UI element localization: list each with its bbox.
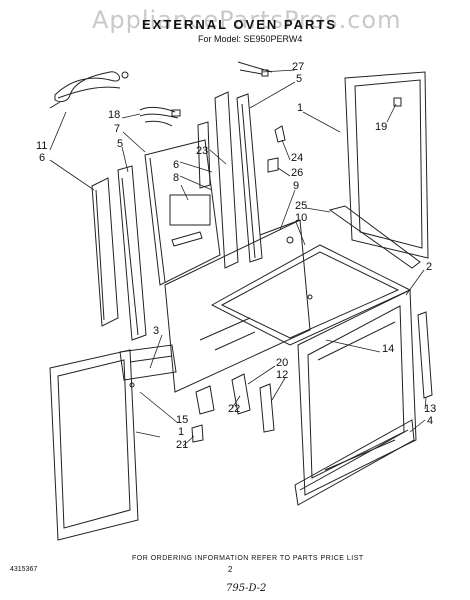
oven-door-frame — [49, 349, 139, 541]
callout-6b: 6 — [173, 159, 180, 171]
watermark: AppliancePartsPros.com — [92, 6, 402, 34]
callout-26: 26 — [291, 167, 304, 179]
ordering-note: FOR ORDERING INFORMATION REFER TO PARTS … — [132, 555, 364, 562]
callout-7: 7 — [114, 123, 121, 135]
callout-18: 18 — [108, 109, 121, 121]
gasket — [328, 205, 421, 269]
diagram-title: EXTERNAL OVEN PARTS — [142, 17, 337, 32]
callout-23: 23 — [196, 145, 209, 157]
callout-5: 5 — [296, 73, 303, 85]
callout-5b: 5 — [117, 138, 124, 150]
callout-27: 27 — [292, 61, 305, 73]
leader-lines — [49, 69, 427, 447]
callout-24: 24 — [291, 152, 304, 164]
left-side-panel — [91, 165, 147, 341]
callout-4: 4 — [427, 415, 434, 427]
callout-8: 8 — [173, 172, 180, 184]
callout-22: 22 — [228, 403, 241, 415]
callout-13: 13 — [424, 403, 437, 415]
callout-9: 9 — [293, 180, 300, 192]
callout-1: 1 — [297, 102, 304, 114]
model-prefix: For Model: — [198, 34, 242, 44]
rear-door-frame — [344, 71, 429, 259]
model-line: For Model: SE950PERW4 — [198, 34, 302, 44]
callout-21: 21 — [176, 439, 189, 451]
leveling-legs — [191, 385, 215, 443]
part-code: 4315367 — [10, 566, 38, 573]
side-trim — [417, 311, 433, 399]
callout-1b: 1 — [178, 426, 185, 438]
callout-25: 25 — [295, 200, 308, 212]
oven-top-panel — [210, 244, 412, 346]
callout-2: 2 — [426, 261, 433, 273]
model-number: SE950PERW4 — [243, 34, 303, 44]
callout-6: 6 — [39, 152, 46, 164]
rear-panel — [144, 121, 221, 286]
center-rails — [214, 91, 263, 269]
page-number: 2 — [228, 565, 233, 574]
callout-19: 19 — [375, 121, 388, 133]
wiring-harness — [49, 71, 129, 109]
wire-bundle — [139, 106, 181, 127]
callout-3: 3 — [153, 325, 160, 337]
callout-12: 12 — [276, 369, 289, 381]
callout-15: 15 — [176, 414, 189, 426]
callout-11: 11 — [36, 140, 48, 152]
top-wire — [237, 61, 273, 77]
callout-10: 10 — [295, 212, 308, 224]
handwritten-code: 795-D-2 — [226, 583, 267, 594]
kick-plate — [294, 419, 415, 506]
bottom-rail — [119, 344, 177, 381]
knobs — [267, 125, 286, 173]
callout-14: 14 — [382, 343, 395, 355]
callout-20: 20 — [276, 357, 289, 369]
oven-front-frame — [297, 289, 417, 496]
